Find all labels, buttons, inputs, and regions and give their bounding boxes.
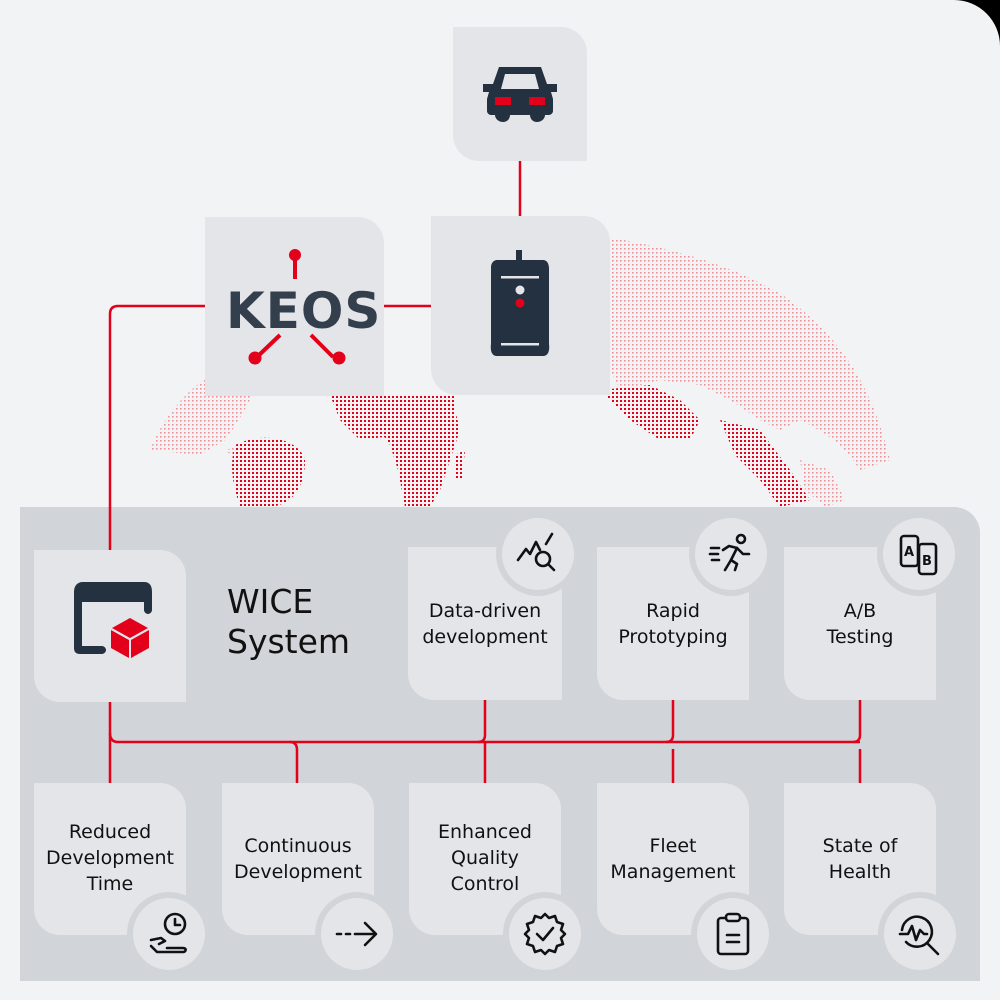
badge-check-icon (509, 898, 581, 970)
benefit-label: Reduced Development Time (46, 821, 174, 895)
browser-window-cube-icon (74, 582, 152, 658)
data-logger-node[interactable] (431, 216, 610, 395)
network-node-icon (248, 249, 346, 365)
benefit-label: State of Health (822, 835, 898, 883)
benefit-label: Continuous Development (234, 835, 362, 883)
car-icon (483, 67, 557, 122)
capability-label: Data-driven development (422, 599, 548, 648)
keos-node[interactable] (205, 217, 384, 396)
keos-logo-text: KEOS (226, 282, 382, 340)
benefit-label: Fleet Management (610, 835, 736, 883)
hand-clock-icon (133, 898, 205, 970)
benefit-label: Enhanced Quality Control (438, 821, 532, 895)
svg-text:B: B (922, 554, 932, 569)
svg-text:A: A (904, 545, 914, 560)
ab-test-icon: A B (883, 518, 955, 590)
capability-label: A/B Testing (826, 599, 894, 648)
data-logger-device-icon (490, 250, 550, 356)
dashed-arrow-icon (321, 898, 393, 970)
vehicle-node[interactable] (453, 27, 587, 161)
wice-system-title: WICE System (227, 582, 351, 661)
wice-system-node[interactable] (34, 550, 186, 702)
chart-search-icon (502, 518, 574, 590)
capability-label: Rapid Prototyping (618, 599, 728, 648)
clipboard-icon (697, 898, 769, 970)
running-person-icon (695, 518, 767, 590)
health-search-icon (884, 898, 956, 970)
